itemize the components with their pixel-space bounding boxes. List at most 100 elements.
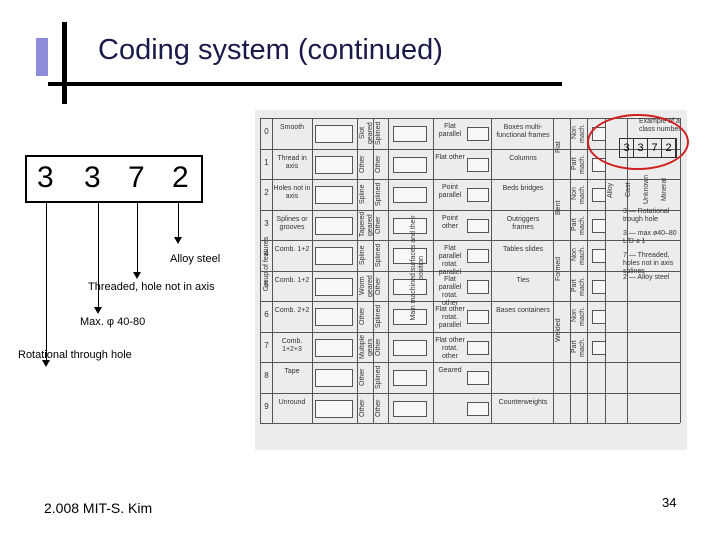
title-vertical-rule — [62, 22, 67, 104]
code-digit-1: 3 — [37, 161, 54, 194]
table-row-rule — [260, 362, 680, 363]
part-sketch-icon — [315, 247, 353, 265]
part-sketch-icon — [592, 218, 606, 233]
part-sketch-icon — [315, 308, 353, 326]
slide-title: Coding system (continued) — [98, 34, 443, 66]
table-material-label: Unknown — [643, 174, 650, 204]
table-col-rule — [388, 118, 389, 423]
table-row-label: Comb. 1+2 — [274, 276, 310, 284]
table-feature-label: Point other — [442, 214, 458, 230]
table-row-rule — [260, 148, 680, 150]
table-col-label: Other — [359, 368, 366, 386]
table-col-rule — [312, 118, 313, 423]
table-col-rule — [272, 118, 273, 423]
table-feature-label: Flat parallel rotat. other — [438, 275, 462, 307]
table-feature-label: Flat parallel — [438, 123, 462, 138]
part-sketch-icon — [393, 156, 427, 173]
annotation-rotational-through-hole: Rotational through hole — [18, 349, 132, 361]
table-category-label: Counterweights — [498, 398, 548, 406]
table-row-rule — [260, 331, 680, 333]
table-machining-label: Non mach. — [571, 123, 586, 143]
table-material-label: Cast — [625, 182, 632, 198]
leader-line-digit-1 — [46, 203, 47, 361]
table-category-label: Outriggers frames — [506, 215, 540, 231]
table-category-label: Ties — [516, 276, 530, 284]
table-feature-label: Flat parallel rotat. parallel — [438, 245, 462, 276]
part-sketch-icon — [315, 216, 353, 235]
table-col-label: Other — [375, 276, 382, 295]
part-sketch-icon — [393, 187, 427, 203]
table-col-label: Tapered geared — [359, 211, 374, 237]
slide-footer: 2.008 MIT-S. Kim — [44, 500, 153, 516]
table-row-rule — [260, 240, 680, 241]
part-sketch-icon — [467, 127, 489, 141]
table-col-label: Worm geared — [359, 274, 374, 297]
part-sketch-icon — [393, 126, 427, 142]
table-row-rule — [260, 423, 680, 424]
table-row-number: 3 — [264, 218, 269, 228]
part-sketch-icon — [315, 338, 353, 357]
leader-line-digit-4 — [178, 203, 179, 238]
legend-entry: 3 — max ø40–80 L/D ≤ 1 — [623, 230, 677, 245]
part-sketch-icon — [592, 249, 606, 263]
legend-entry: 2 — Alloy steel — [623, 274, 670, 281]
arrowhead-digit-4 — [174, 237, 182, 244]
part-sketch-icon — [393, 248, 427, 264]
part-sketch-icon — [467, 401, 489, 416]
table-col-label: Splined — [375, 182, 382, 206]
part-sketch-icon — [467, 218, 489, 233]
table-col-label: Other — [375, 154, 382, 173]
table-col-rule — [605, 118, 606, 423]
table-row-rule — [260, 209, 680, 211]
table-row-label: Splines or grooves — [276, 215, 308, 231]
table-feature-label: Flat other — [435, 153, 465, 161]
table-machining-label: Part mach. — [571, 153, 586, 174]
leader-line-digit-2 — [98, 203, 99, 308]
part-sketch-icon — [315, 125, 353, 143]
table-col-rule — [373, 118, 374, 423]
table-row-label: Unround — [278, 398, 306, 406]
table-col-label: Splined — [375, 121, 382, 145]
arrowhead-digit-1 — [42, 360, 50, 367]
part-sketch-icon — [467, 249, 489, 263]
part-sketch-icon — [393, 339, 427, 356]
table-row-label: Tape — [284, 368, 300, 375]
table-group-label: Welded — [555, 318, 562, 342]
title-underline-rule — [48, 82, 562, 86]
table-group-label: Formed — [555, 256, 562, 282]
table-row-number: 5 — [264, 279, 269, 289]
table-col-label: Slot geared — [359, 122, 374, 144]
table-group-label: Flat — [555, 141, 562, 153]
part-sketch-icon — [393, 309, 427, 325]
table-group-label: Bent — [555, 200, 562, 216]
table-row-rule — [260, 118, 680, 119]
part-sketch-icon — [467, 371, 489, 385]
table-category-label: Tables slides — [502, 246, 544, 253]
table-feature-label: Flat other rotat. parallel — [435, 306, 465, 329]
table-machining-label: Non mach. — [571, 306, 586, 326]
table-row-number: 2 — [264, 188, 269, 197]
table-col-label: Multiple gears — [359, 334, 374, 359]
part-sketch-icon — [467, 188, 489, 202]
table-row-number: 8 — [264, 371, 269, 380]
table-row-number: 7 — [264, 340, 269, 350]
code-digit-3: 7 — [128, 161, 145, 194]
table-feature-label: Flat other rotat. other — [435, 336, 465, 360]
page-number: 34 — [662, 495, 677, 510]
annotation-threaded-hole: Threaded, hole not in axis — [88, 281, 215, 293]
table-col-label: Other — [375, 337, 382, 356]
part-sketch-icon — [467, 279, 489, 294]
table-row-label: Smooth — [279, 124, 305, 131]
table-category-label: Beds bridges — [502, 185, 544, 192]
part-sketch-icon — [467, 157, 489, 172]
example-highlight-ellipse — [587, 114, 689, 170]
table-col-rule — [553, 118, 554, 423]
part-sketch-icon — [315, 399, 353, 418]
table-row-number: 0 — [264, 127, 269, 136]
part-sketch-icon — [315, 369, 353, 387]
part-sketch-icon — [467, 310, 489, 324]
table-col-rule — [680, 118, 681, 423]
title-accent-bar — [36, 38, 48, 76]
table-category-label: Boxes multi-functional frames — [496, 124, 550, 139]
code-digit-2: 3 — [84, 161, 101, 194]
